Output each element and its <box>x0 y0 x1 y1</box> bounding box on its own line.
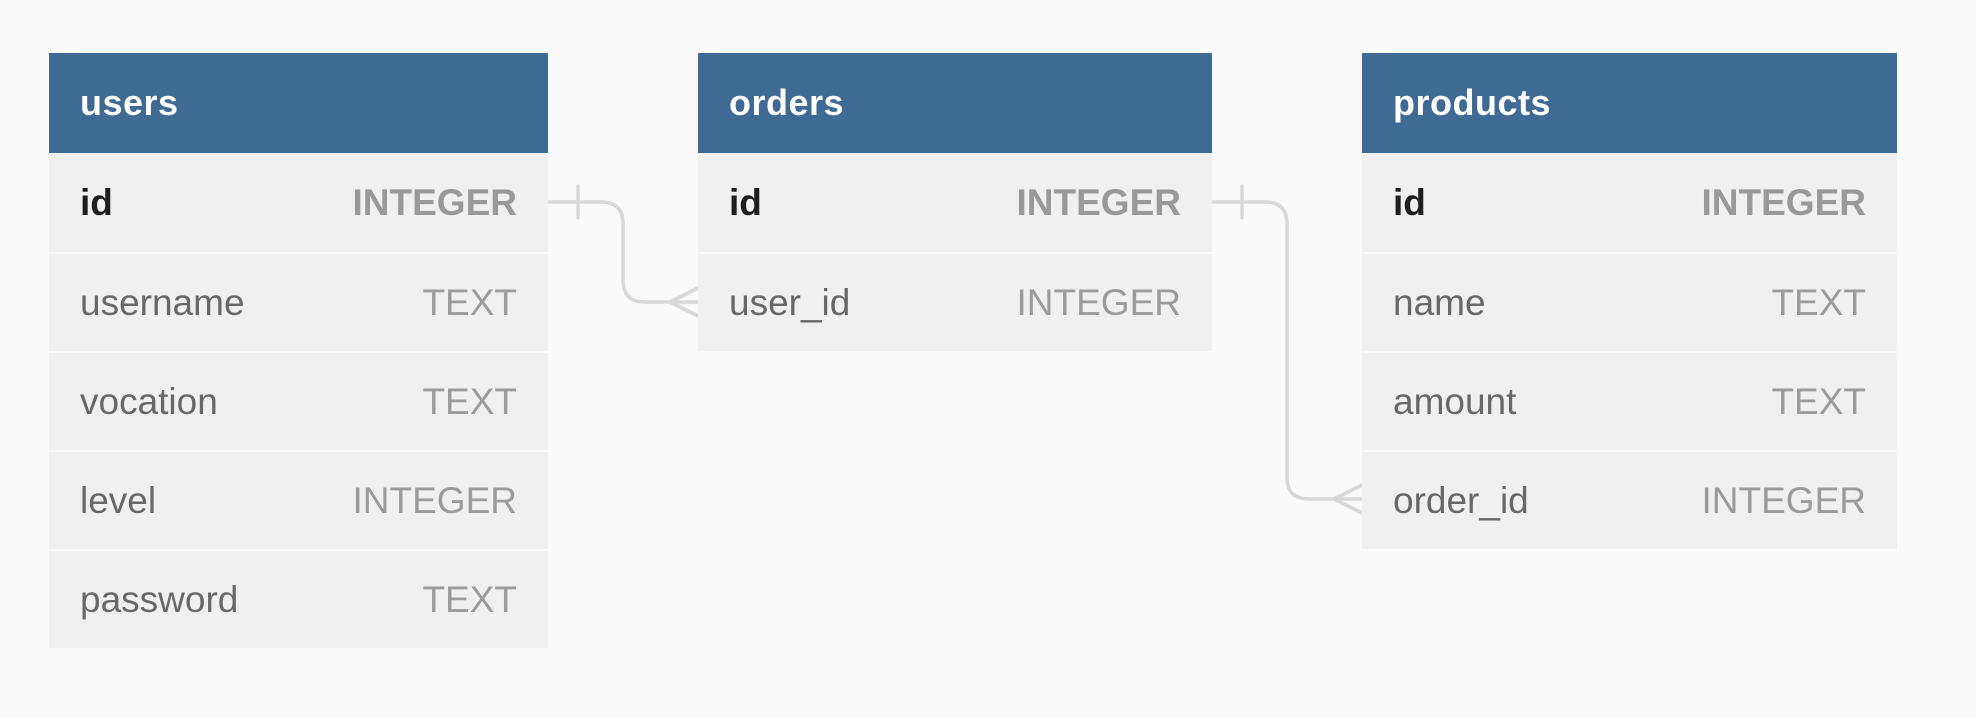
table-orders-header[interactable]: orders <box>698 53 1212 153</box>
column-type: TEXT <box>422 380 517 422</box>
table-products-header[interactable]: products <box>1362 53 1897 153</box>
column-type: INTEGER <box>1701 181 1866 223</box>
column-type: INTEGER <box>352 479 517 521</box>
relationship-orders-products[interactable] <box>1210 184 1364 515</box>
column-type: TEXT <box>1771 380 1866 422</box>
column-name: name <box>1393 281 1486 323</box>
column-type: TEXT <box>422 578 517 620</box>
column-type: INTEGER <box>1016 281 1181 323</box>
table-row-products-name[interactable]: name TEXT <box>1362 252 1897 351</box>
table-row-orders-id[interactable]: id INTEGER <box>698 153 1212 252</box>
crows-foot-icon <box>1332 483 1364 515</box>
table-row-users-level[interactable]: level INTEGER <box>49 450 548 549</box>
table-row-products-order-id[interactable]: order_id INTEGER <box>1362 450 1897 549</box>
column-type: TEXT <box>1771 281 1866 323</box>
crows-foot-icon <box>668 286 700 318</box>
table-row-users-username[interactable]: username TEXT <box>49 252 548 351</box>
column-name: id <box>729 181 762 223</box>
table-users[interactable]: users id INTEGER username TEXT vocation … <box>49 53 548 648</box>
column-name: vocation <box>80 380 218 422</box>
table-title: products <box>1393 82 1552 123</box>
relationship-line <box>1210 200 1364 501</box>
table-row-products-id[interactable]: id INTEGER <box>1362 153 1897 252</box>
column-type: TEXT <box>422 281 517 323</box>
table-title: users <box>80 82 179 123</box>
table-users-header[interactable]: users <box>49 53 548 153</box>
column-type: INTEGER <box>352 181 517 223</box>
table-row-products-amount[interactable]: amount TEXT <box>1362 351 1897 450</box>
column-name: amount <box>1393 380 1517 422</box>
column-name: id <box>80 181 113 223</box>
column-name: user_id <box>729 281 851 323</box>
table-row-orders-user-id[interactable]: user_id INTEGER <box>698 252 1212 351</box>
column-name: username <box>80 281 245 323</box>
table-title: orders <box>729 82 845 123</box>
table-row-users-vocation[interactable]: vocation TEXT <box>49 351 548 450</box>
table-products[interactable]: products id INTEGER name TEXT amount TEX… <box>1362 53 1897 549</box>
column-name: password <box>80 578 239 620</box>
column-name: level <box>80 479 157 521</box>
table-orders[interactable]: orders id INTEGER user_id INTEGER <box>698 53 1212 351</box>
column-type: INTEGER <box>1016 181 1181 223</box>
relationship-line <box>546 200 700 304</box>
column-name: order_id <box>1393 479 1529 521</box>
relationship-users-orders[interactable] <box>546 184 700 318</box>
table-row-users-password[interactable]: password TEXT <box>49 549 548 648</box>
table-row-users-id[interactable]: id INTEGER <box>49 153 548 252</box>
column-name: id <box>1393 181 1426 223</box>
column-type: INTEGER <box>1701 479 1866 521</box>
